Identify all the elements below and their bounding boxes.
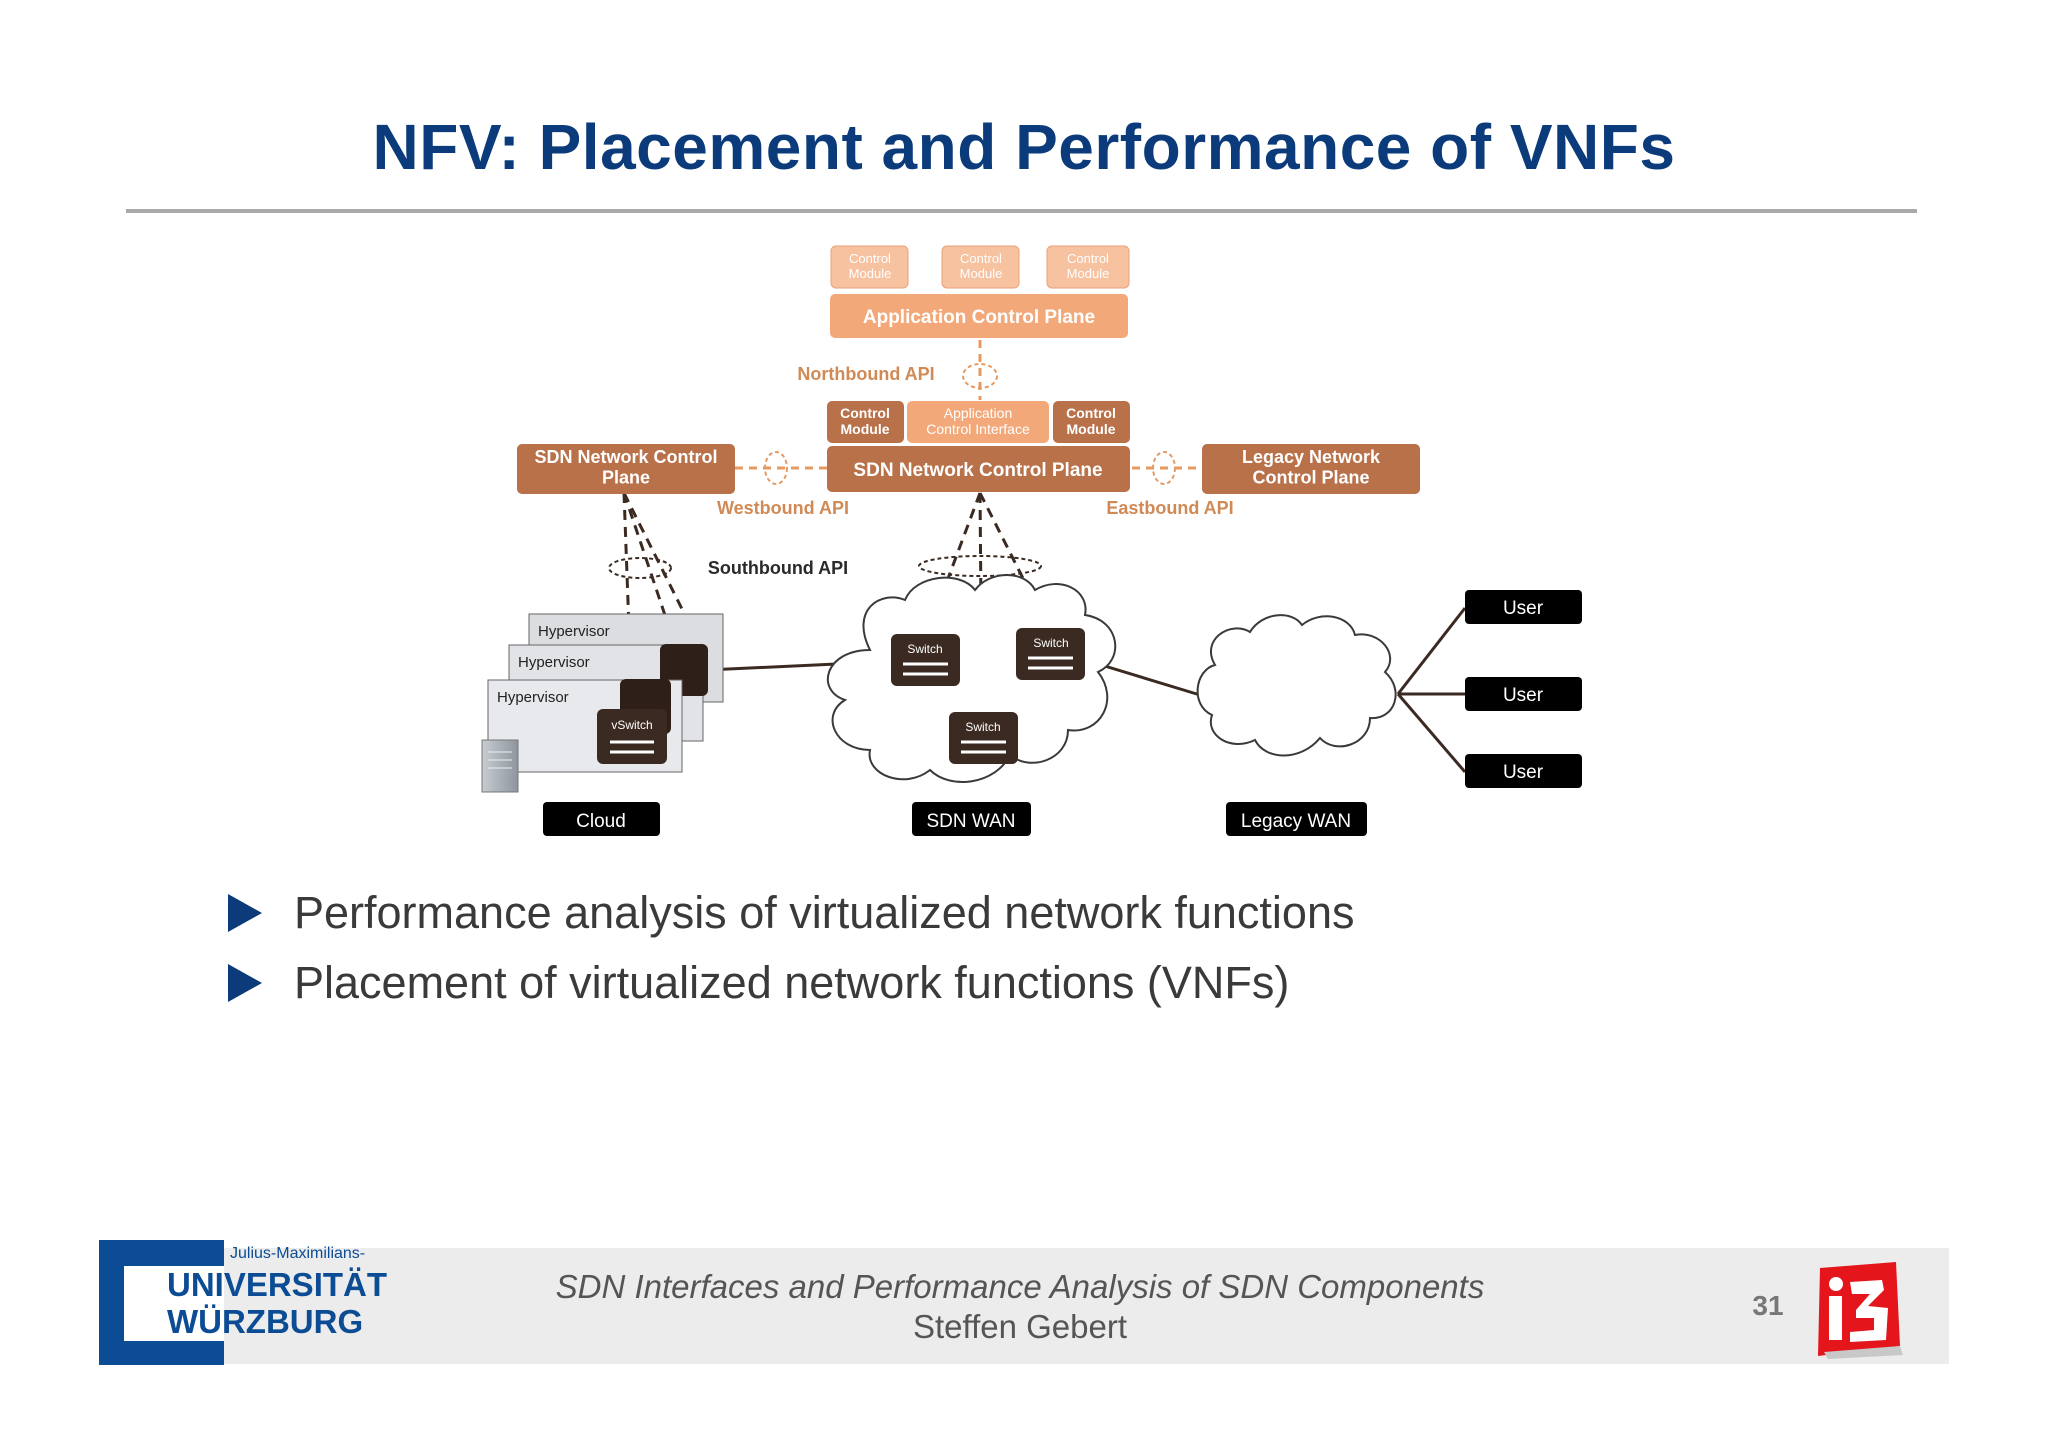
user-label-3: User bbox=[1503, 762, 1544, 783]
cloud-label-box: Cloud bbox=[543, 802, 660, 836]
bullet-list: Performance analysis of virtualized netw… bbox=[228, 878, 1355, 1018]
user-box-3: User bbox=[1465, 754, 1582, 788]
hypervisor-label-3: Hypervisor bbox=[497, 689, 569, 706]
legacy-wan-label-box: Legacy WAN bbox=[1226, 802, 1367, 836]
user-box-2: User bbox=[1465, 677, 1582, 711]
i3-logo-icon bbox=[1808, 1260, 1903, 1365]
hypervisor-label-1: Hypervisor bbox=[538, 623, 610, 640]
user-label-1: User bbox=[1503, 598, 1544, 619]
footer-author: Steffen Gebert bbox=[912, 1308, 1128, 1345]
page-number: 31 bbox=[1752, 1290, 1784, 1321]
switch-3: Switch bbox=[949, 712, 1018, 764]
sdn-control-plane-center-label: SDN Network Control Plane bbox=[853, 460, 1102, 481]
bullet-item: Placement of virtualized network functio… bbox=[228, 948, 1355, 1018]
triangle-bullet-icon bbox=[228, 964, 262, 1002]
footer-band bbox=[99, 1248, 1949, 1364]
link-legacywan-to-user-1 bbox=[1396, 607, 1467, 695]
link-legacywan-to-user-3 bbox=[1396, 693, 1467, 773]
university-logo: Julius-Maximilians- UNIVERSITÄT WÜRZBURG bbox=[99, 1240, 389, 1365]
application-control-plane-label: Application Control Plane bbox=[863, 307, 1095, 328]
bullet-text: Performance analysis of virtualized netw… bbox=[294, 887, 1355, 938]
northbound-api-label: Northbound API bbox=[797, 364, 934, 384]
sdn-wan-label: SDN WAN bbox=[926, 811, 1015, 832]
switch-1-label: Switch bbox=[907, 642, 942, 656]
triangle-bullet-icon bbox=[228, 894, 262, 932]
sdn-control-plane-center: SDN Network Control Plane bbox=[827, 446, 1130, 492]
slide-title: NFV: Placement and Performance of VNFs bbox=[372, 111, 1676, 183]
switch-1: Switch bbox=[891, 634, 960, 686]
cloud-label: Cloud bbox=[576, 811, 626, 832]
api-ellipses bbox=[608, 363, 1176, 579]
sdn-wan-cloud bbox=[826, 574, 1117, 783]
switch-2-label: Switch bbox=[1033, 636, 1068, 650]
southbound-api-label: Southbound API bbox=[708, 558, 848, 578]
bullet-text: Placement of virtualized network functio… bbox=[294, 957, 1290, 1008]
server-icon bbox=[481, 739, 519, 793]
vswitch: vSwitch bbox=[597, 709, 667, 764]
university-line3: WÜRZBURG bbox=[167, 1303, 363, 1340]
westbound-api-label: Westbound API bbox=[717, 498, 849, 518]
vswitch-label: vSwitch bbox=[611, 718, 652, 732]
application-control-plane: Application Control Plane bbox=[830, 294, 1128, 338]
sdn-wan-label-box: SDN WAN bbox=[912, 802, 1031, 836]
user-box-1: User bbox=[1465, 590, 1582, 624]
eastbound-api-label: Eastbound API bbox=[1106, 498, 1233, 518]
legacy-wan-label: Legacy WAN bbox=[1241, 811, 1351, 832]
switch-2: Switch bbox=[1016, 628, 1085, 680]
university-line1: Julius-Maximilians- bbox=[230, 1245, 365, 1262]
bullet-item: Performance analysis of virtualized netw… bbox=[228, 878, 1355, 948]
university-line2: UNIVERSITÄT bbox=[167, 1266, 387, 1303]
title-divider bbox=[126, 209, 1917, 213]
legacy-wan-cloud bbox=[1196, 614, 1397, 757]
hypervisor-label-2: Hypervisor bbox=[518, 654, 590, 671]
footer-subtitle: SDN Interfaces and Performance Analysis … bbox=[555, 1268, 1485, 1305]
api-dashed-lines bbox=[735, 340, 1202, 470]
switch-3-label: Switch bbox=[965, 720, 1000, 734]
user-label-2: User bbox=[1503, 685, 1544, 706]
